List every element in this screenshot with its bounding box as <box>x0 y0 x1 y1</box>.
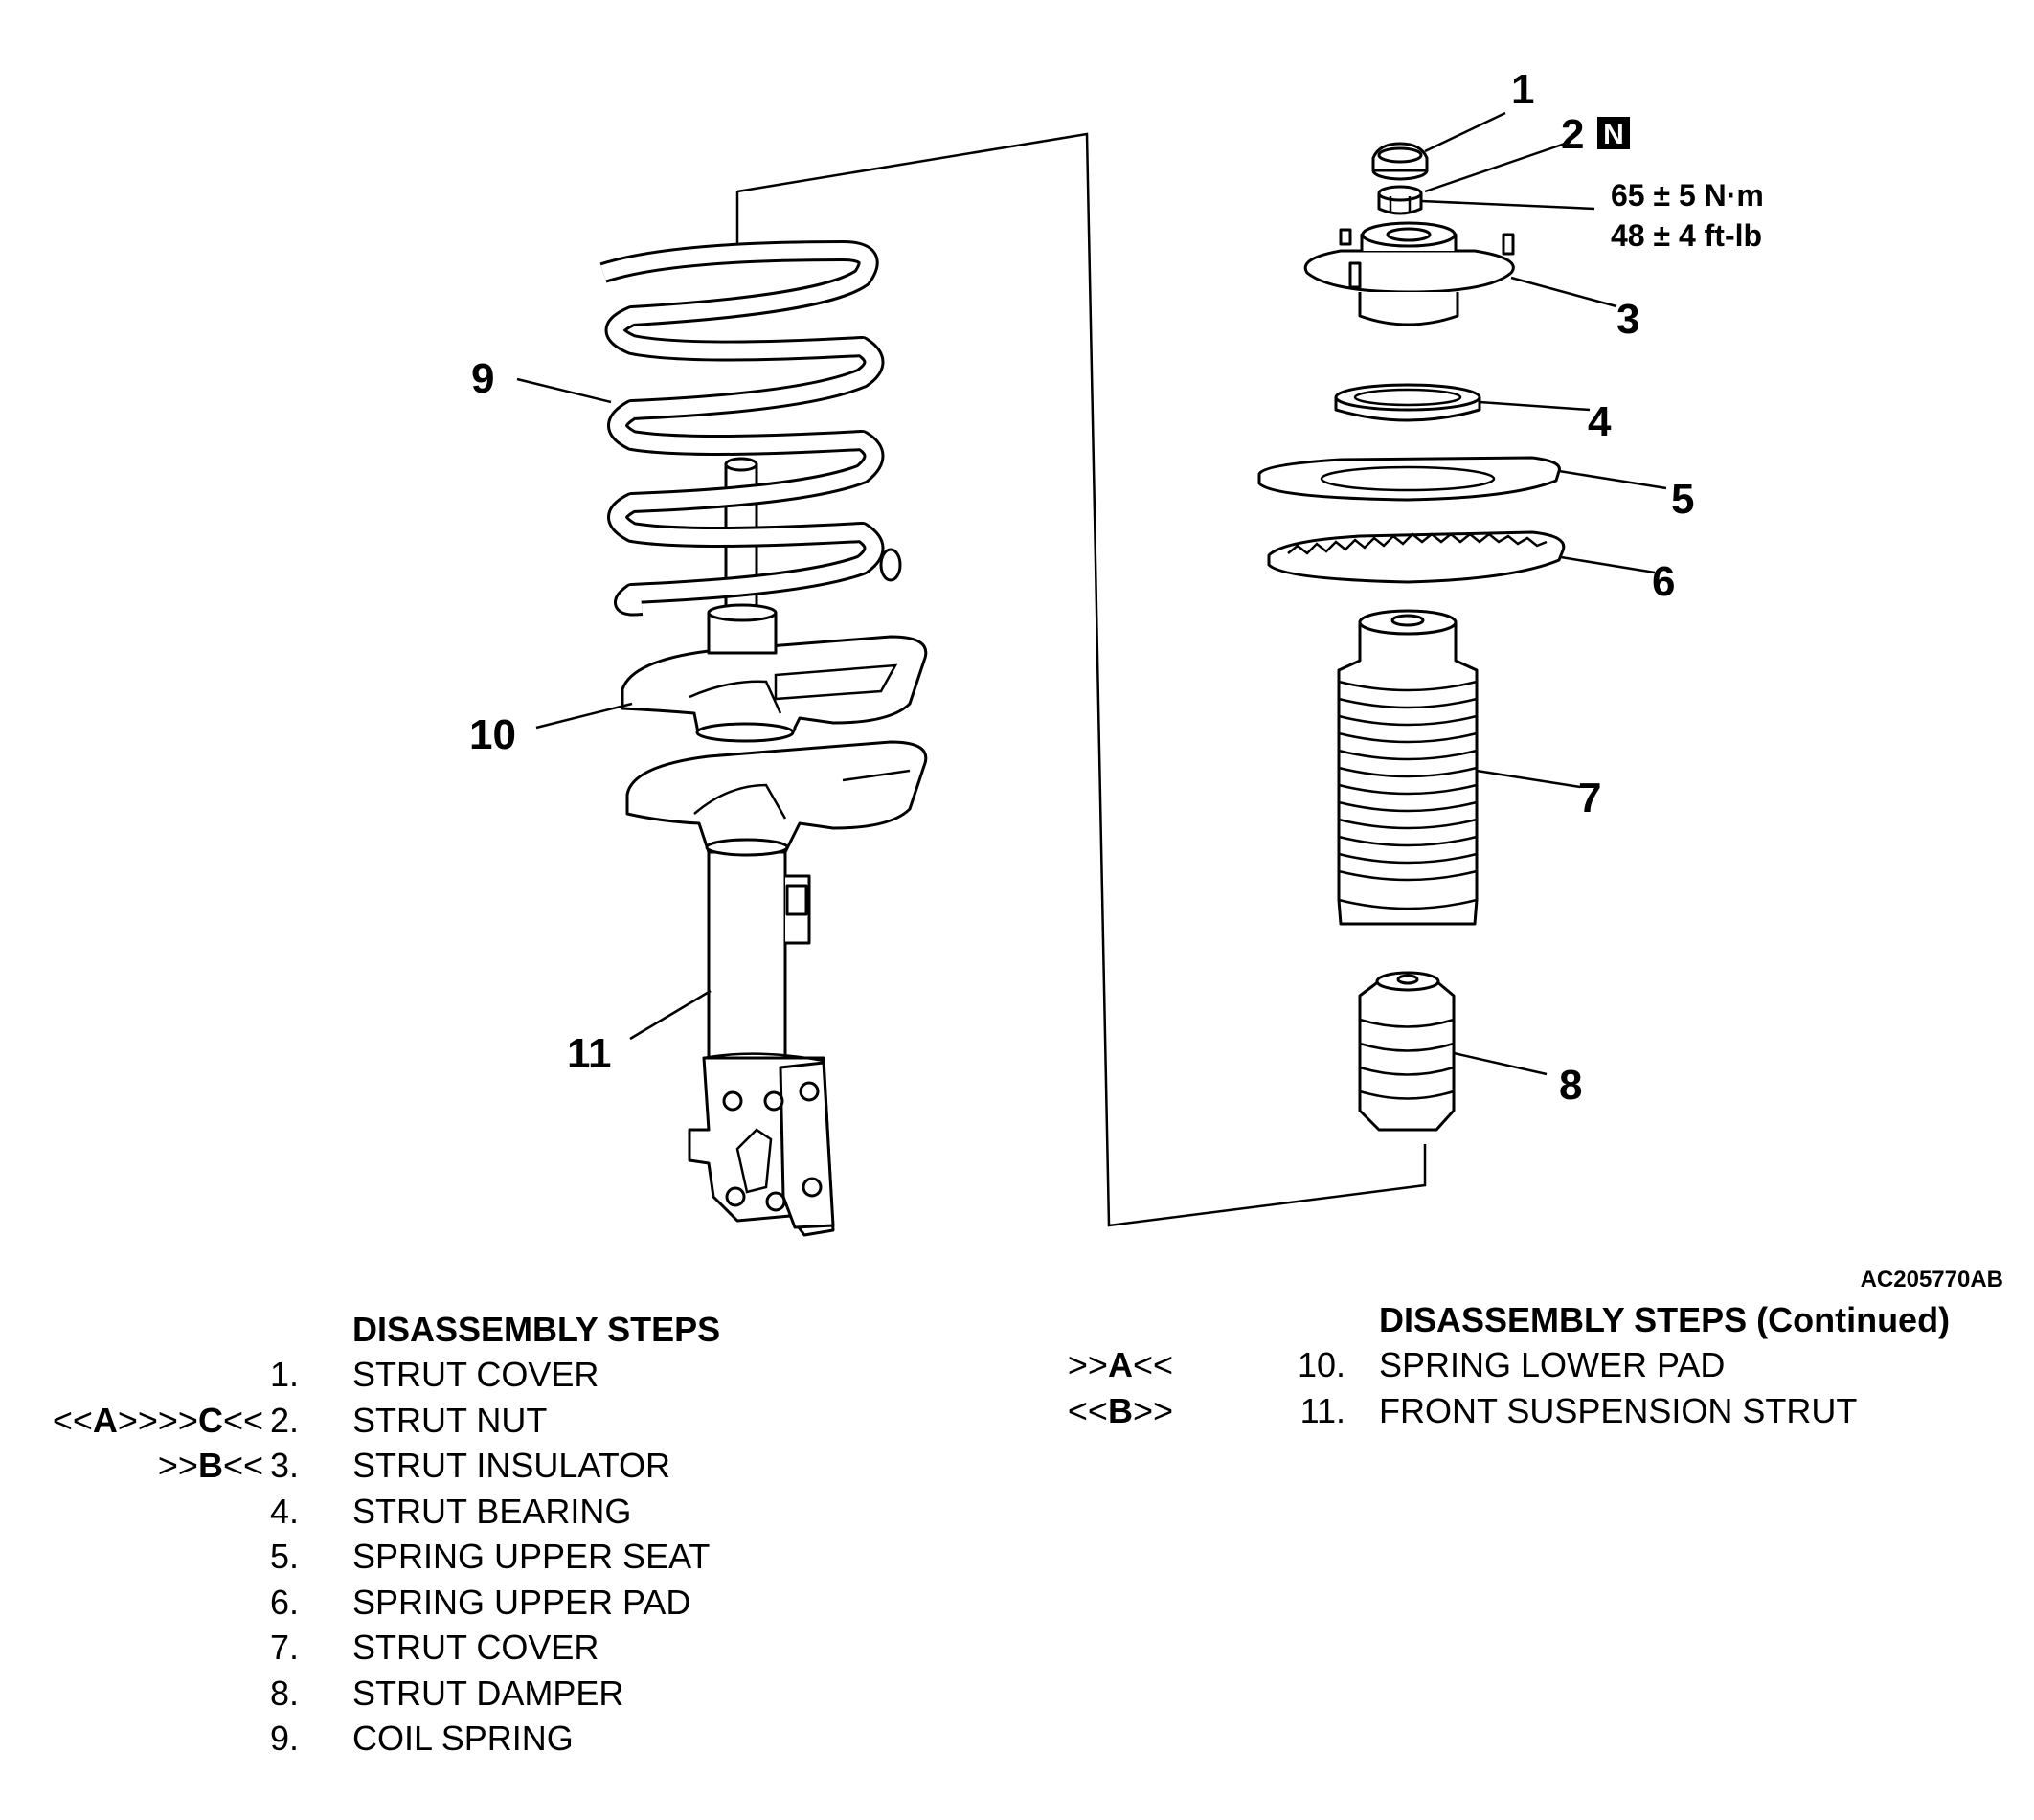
strut-bearing <box>1334 383 1481 422</box>
strut-damper <box>1358 971 1456 1132</box>
step-number: 10. <box>1297 1345 1345 1384</box>
step-number: 11. <box>1300 1390 1345 1430</box>
front-suspension-strut <box>688 841 835 1237</box>
step-name: STRUT INSULATOR <box>352 1446 671 1485</box>
step-number: 2. <box>269 1400 299 1440</box>
step-row: 6. SPRING UPPER PAD <box>0 1583 862 1627</box>
steps-heading: DISASSEMBLY STEPS <box>352 1310 721 1349</box>
step-name: STRUT COVER <box>352 1628 599 1667</box>
step-number: 5. <box>269 1537 299 1576</box>
step-number: 6. <box>269 1582 299 1622</box>
torque-metric: 65 ± 5 N·m <box>1611 178 1764 213</box>
step-row: <<A>>>>C<<2. STRUT NUT <box>0 1401 862 1445</box>
step-number: 8. <box>269 1673 299 1713</box>
step-row: 8. STRUT DAMPER <box>0 1674 862 1718</box>
step-number: 1. <box>269 1355 299 1394</box>
step-number: 3. <box>269 1446 299 1485</box>
strut-cover-boot <box>1337 609 1479 926</box>
spring-lower-seat <box>625 740 928 857</box>
figure-id: AC205770AB <box>1861 1267 2003 1292</box>
leader-lines <box>516 111 1667 1076</box>
step-marker: >>A<< <box>1067 1345 1173 1384</box>
callout-5: 5 <box>1671 476 1694 523</box>
spring-upper-pad <box>1267 530 1566 584</box>
callout-10: 10 <box>469 711 516 758</box>
new-part-badge-icon: N <box>1597 117 1630 150</box>
step-name: STRUT COVER <box>352 1355 599 1394</box>
step-name: STRUT DAMPER <box>352 1673 624 1713</box>
callout-9: 9 <box>471 355 494 402</box>
strut-nut <box>1377 185 1423 215</box>
steps-heading-continued: DISASSEMBLY STEPS (Continued) <box>1379 1300 1951 1339</box>
callout-8: 8 <box>1559 1062 1582 1109</box>
step-number: 4. <box>269 1491 299 1531</box>
callout-1: 1 <box>1511 66 1534 113</box>
disassembly-steps-right: DISASSEMBLY STEPS (Continued) >>A<< 10. SP… <box>1053 1300 2034 1434</box>
callout-7: 7 <box>1578 775 1601 821</box>
svg-text:N: N <box>1603 119 1624 150</box>
step-name: FRONT SUSPENSION STRUT <box>1379 1390 1858 1430</box>
strut-insulator <box>1303 221 1515 326</box>
callout-6: 6 <box>1652 558 1675 605</box>
callout-11: 11 <box>567 1030 612 1077</box>
step-name: STRUT BEARING <box>352 1491 632 1531</box>
step-row: >>B<<3. STRUT INSULATOR <box>0 1446 862 1490</box>
step-name: STRUT NUT <box>352 1400 548 1440</box>
step-name: SPRING LOWER PAD <box>1379 1345 1726 1384</box>
step-marker: <<B>> <box>1067 1390 1173 1430</box>
step-number: 9. <box>269 1719 299 1758</box>
step-marker: >>B<< <box>157 1446 263 1485</box>
exploded-view-bracket <box>736 132 1427 1227</box>
callout-3: 3 <box>1616 296 1639 343</box>
spring-upper-seat <box>1257 456 1561 502</box>
step-name: COIL SPRING <box>352 1719 574 1758</box>
step-row: 7. STRUT COVER <box>0 1628 862 1672</box>
callout-2: 2 <box>1561 111 1584 158</box>
step-name: SPRING UPPER PAD <box>352 1582 691 1622</box>
disassembly-steps-left: DISASSEMBLY STEPS 1. STRUT COVER <<A>>>>C<… <box>0 1310 862 1769</box>
callout-4: 4 <box>1588 398 1612 445</box>
step-row: 5. SPRING UPPER SEAT <box>0 1537 862 1581</box>
step-row: 1. STRUT COVER <box>0 1355 862 1399</box>
step-name: SPRING UPPER SEAT <box>352 1537 711 1576</box>
strut-cover-cap <box>1371 142 1429 181</box>
step-row: >>A<< 10. SPRING LOWER PAD <box>1053 1345 2034 1389</box>
coil-spring <box>599 240 902 617</box>
step-row: 4. STRUT BEARING <box>0 1492 862 1536</box>
step-row: 9. COIL SPRING <box>0 1719 862 1763</box>
step-row: <<B>> 11. FRONT SUSPENSION STRUT <box>1053 1391 2034 1435</box>
torque-imperial: 48 ± 4 ft-lb <box>1611 218 1762 253</box>
step-number: 7. <box>269 1628 299 1667</box>
step-marker: <<A>>>>C<< <box>52 1400 263 1440</box>
